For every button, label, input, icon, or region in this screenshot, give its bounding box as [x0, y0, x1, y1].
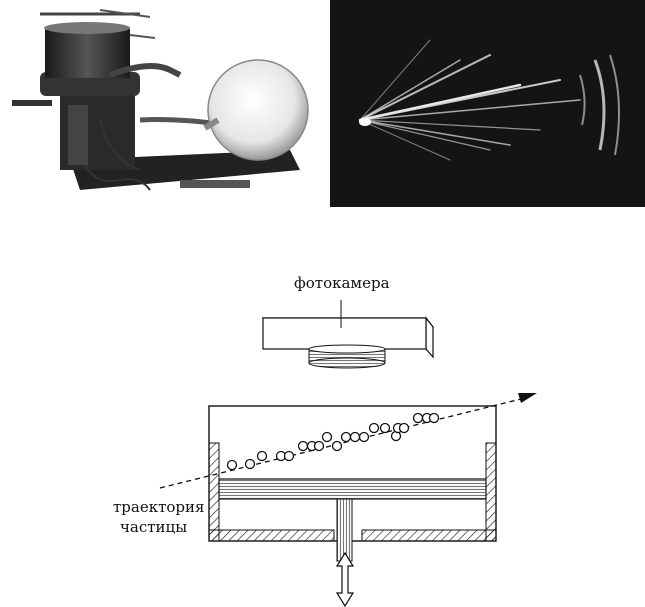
glass-flask: [203, 59, 309, 161]
piston-rod: [336, 498, 353, 562]
piston-motion-arrow: [335, 551, 355, 607]
cloud-chamber-apparatus-photo: [0, 0, 323, 207]
particle-trajectory: [159, 393, 537, 489]
alpha-tracks: [358, 39, 581, 161]
wire-lead: [84, 164, 151, 191]
trajectory-label-line2: частицы: [120, 518, 187, 536]
track-endpoints: [579, 54, 620, 156]
wire-lead: [99, 119, 141, 171]
piston: [218, 478, 487, 500]
radioactive-source: [359, 118, 371, 126]
chamber-vessel: [40, 9, 156, 78]
condensation-droplets: [226, 412, 440, 471]
connecting-tube: [108, 63, 182, 78]
camera-lens: [308, 344, 386, 369]
particle-tracks-photo: [330, 0, 645, 207]
camera-label: фотокамера: [294, 274, 390, 292]
camera-box: [261, 300, 435, 359]
cloud-chamber-schematic: фотокамера: [113, 274, 537, 607]
trajectory-label-line1: траектория: [113, 498, 205, 516]
